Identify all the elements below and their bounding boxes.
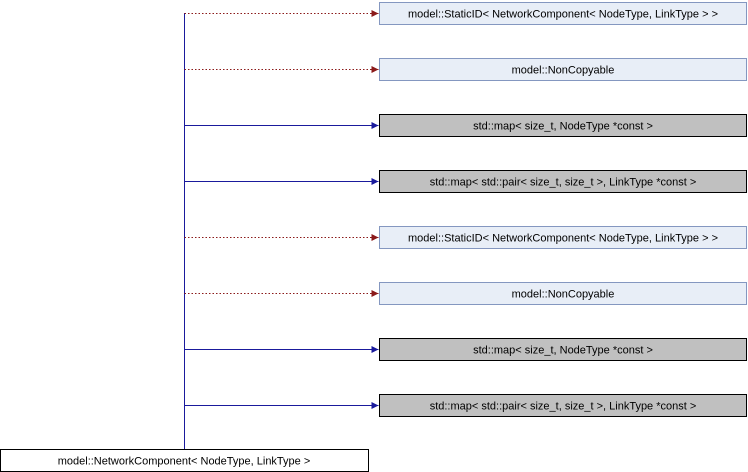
base-class-node[interactable]: model::StaticID< NetworkComponent< NodeT… xyxy=(379,2,747,25)
base-class-box[interactable] xyxy=(379,170,747,193)
base-class-label: std::map< size_t, NodeType *const > xyxy=(473,121,653,133)
base-class-label: model::StaticID< NetworkComponent< NodeT… xyxy=(408,9,718,21)
base-class-box[interactable] xyxy=(379,282,747,305)
base-class-label: model::StaticID< NetworkComponent< NodeT… xyxy=(408,233,718,245)
base-class-node[interactable]: std::map< size_t, NodeType *const > xyxy=(379,338,747,361)
base-class-node[interactable]: std::map< std::pair< size_t, size_t >, L… xyxy=(379,394,747,417)
base-class-node[interactable]: model::StaticID< NetworkComponent< NodeT… xyxy=(379,226,747,249)
base-class-node[interactable]: model::NonCopyable xyxy=(379,282,747,305)
base-class-box[interactable] xyxy=(379,114,747,137)
base-class-node[interactable]: model::NonCopyable xyxy=(379,58,747,81)
base-class-box[interactable] xyxy=(379,226,747,249)
base-class-box[interactable] xyxy=(379,58,747,81)
base-class-node[interactable]: std::map< std::pair< size_t, size_t >, L… xyxy=(379,170,747,193)
inheritance-edges xyxy=(184,10,379,449)
base-class-label: model::NonCopyable xyxy=(512,289,615,301)
derived-class-label: model::NetworkComponent< NodeType, LinkT… xyxy=(58,456,311,468)
base-class-box[interactable] xyxy=(379,394,747,417)
class-nodes: model::StaticID< NetworkComponent< NodeT… xyxy=(379,2,747,417)
derived-class-node[interactable]: model::NetworkComponent< NodeType, LinkT… xyxy=(0,449,369,472)
base-class-box[interactable] xyxy=(379,2,747,25)
base-class-node[interactable]: std::map< size_t, NodeType *const > xyxy=(379,114,747,137)
base-class-label: std::map< size_t, NodeType *const > xyxy=(473,345,653,357)
base-class-label: std::map< std::pair< size_t, size_t >, L… xyxy=(430,401,697,413)
base-class-label: std::map< std::pair< size_t, size_t >, L… xyxy=(430,177,697,189)
base-class-label: model::NonCopyable xyxy=(512,65,615,77)
base-class-box[interactable] xyxy=(379,338,747,361)
